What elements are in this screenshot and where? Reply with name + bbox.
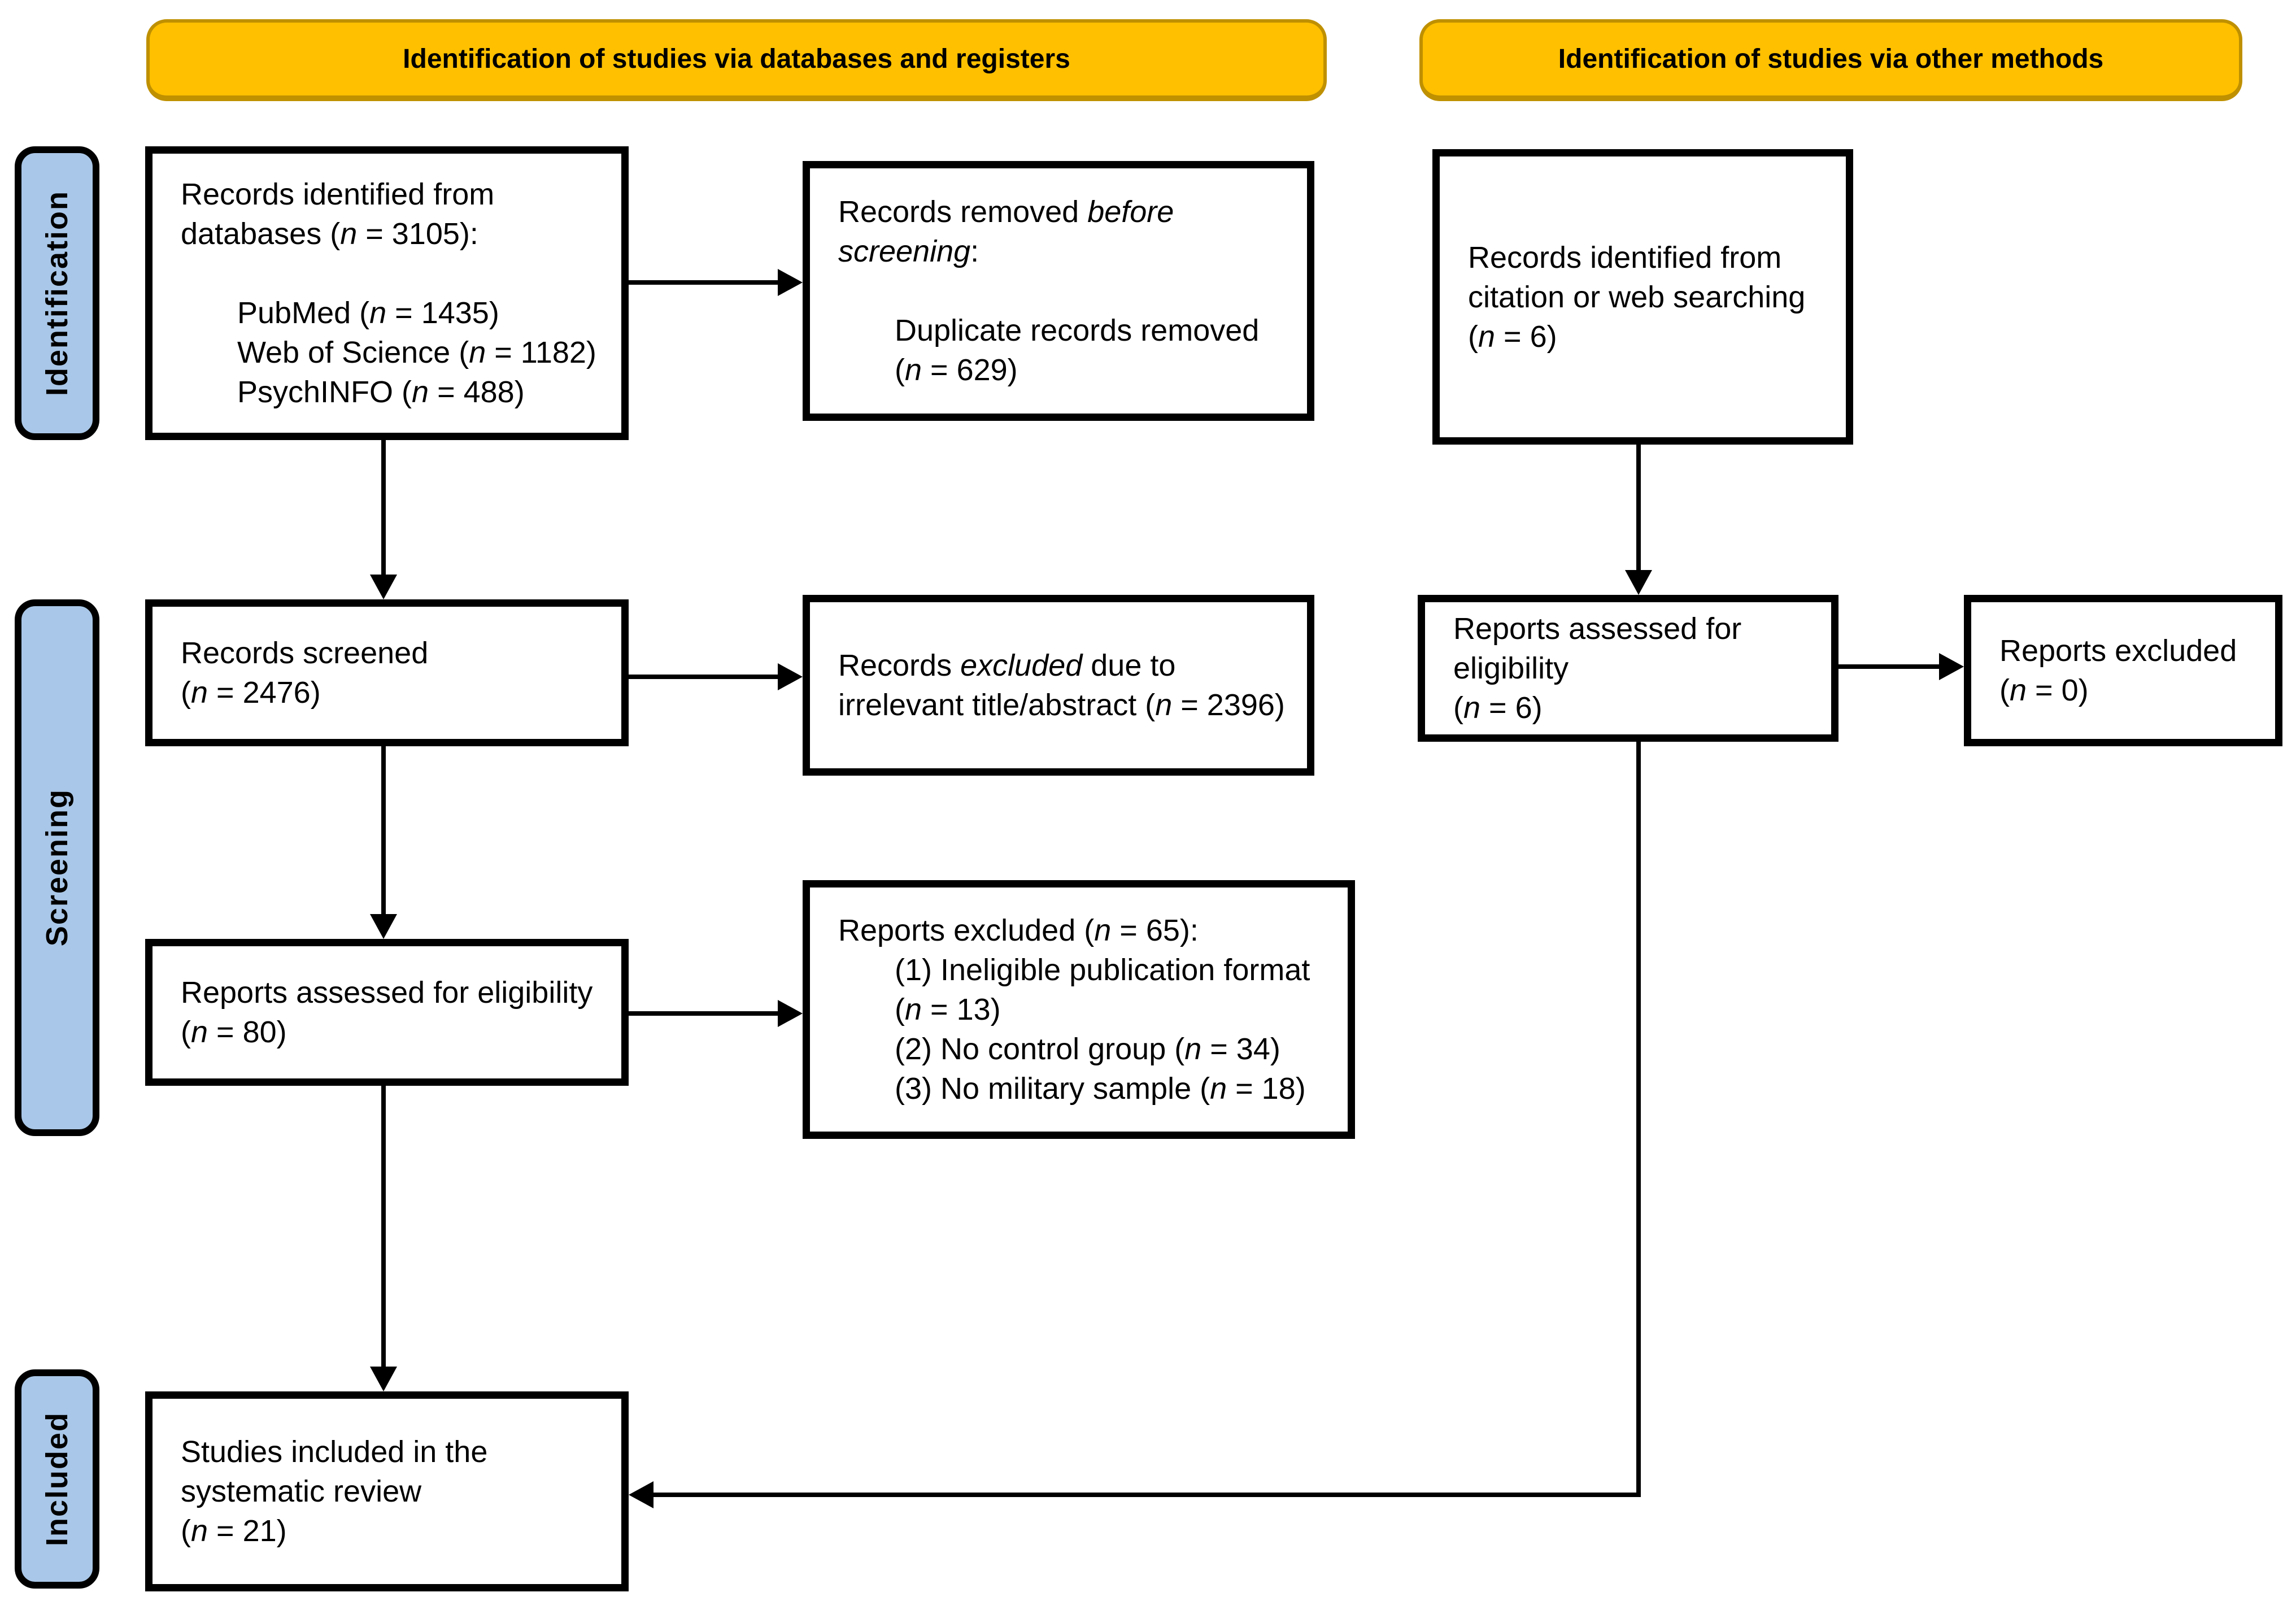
text-line: (n = 21): [181, 1514, 287, 1548]
text-line: eligibility: [1453, 651, 1569, 685]
text-line: Reports excluded (n = 65):: [838, 913, 1199, 947]
arrowhead-right-icon: [778, 663, 803, 690]
text-line: PsychINFO (n = 488): [237, 375, 525, 409]
box-reports-assessed-databases: Reports assessed for eligibility (n = 80): [145, 939, 629, 1086]
sidebar-included: Included: [15, 1369, 99, 1589]
arrowhead-down-icon: [370, 575, 397, 599]
text-line: citation or web searching: [1468, 280, 1806, 314]
box-records-excluded: Records excluded due to irrelevant title/…: [803, 595, 1314, 776]
box-reports-excluded-reasons: Reports excluded (n = 65): (1) Ineligible…: [803, 880, 1355, 1139]
text-line: (3) No military sample (n = 18): [895, 1072, 1306, 1106]
text-line: Records screened: [181, 636, 429, 670]
box-records-removed-before-screening: Records removed before screening: Duplicat…: [803, 161, 1314, 421]
arrowhead-right-icon: [778, 269, 803, 296]
text-line: Records removed before: [838, 195, 1174, 229]
text-line: [181, 254, 613, 293]
text-line: (n = 2476): [181, 676, 321, 710]
text-line: Reports excluded: [1999, 634, 2237, 668]
text-line: (n = 6): [1453, 691, 1543, 725]
banner-other-methods-label: Identification of studies via other meth…: [1558, 44, 2104, 74]
text-line: PubMed (n = 1435): [237, 296, 499, 330]
arrowhead-right-icon: [1939, 653, 1964, 680]
box-records-identified-other: Records identified from citation or web s…: [1432, 149, 1853, 445]
sidebar-screening-label: Screening: [40, 789, 74, 947]
arrowhead-down-icon: [370, 1367, 397, 1391]
text-line: Studies included in the: [181, 1435, 488, 1469]
text-line: Records identified from: [181, 177, 495, 211]
text-line: [838, 271, 1299, 311]
arrowhead-left-icon: [629, 1481, 653, 1508]
text-line: Reports assessed for: [1453, 612, 1742, 646]
banner-databases-registers-label: Identification of studies via databases …: [403, 44, 1070, 74]
arrowhead-down-icon: [1625, 570, 1652, 595]
box-records-screened: Records screened (n = 2476): [145, 599, 629, 746]
box-records-identified-databases: Records identified from databases (n = 31…: [145, 146, 629, 440]
text-line: (1) Ineligible publication format: [895, 953, 1310, 987]
text-line: irrelevant title/abstract (n = 2396): [838, 688, 1285, 722]
banner-other-methods: Identification of studies via other meth…: [1419, 19, 2242, 101]
text-line: (n = 0): [1999, 673, 2089, 707]
text-line: (n = 629): [895, 353, 1018, 387]
text-line: screening:: [838, 234, 979, 268]
sidebar-included-label: Included: [40, 1411, 74, 1546]
text-line: (2) No control group (n = 34): [895, 1032, 1280, 1066]
text-line: Duplicate records removed: [895, 314, 1260, 347]
box-studies-included: Studies included in the systematic review…: [145, 1391, 629, 1591]
text-line: (n = 80): [181, 1015, 287, 1049]
box-reports-excluded-other: Reports excluded (n = 0): [1964, 595, 2282, 746]
text-line: Records excluded due to: [838, 649, 1176, 682]
text-line: (n = 13): [895, 993, 1001, 1026]
text-line: Reports assessed for eligibility: [181, 976, 593, 1010]
text-line: Web of Science (n = 1182): [237, 336, 596, 369]
text-line: systematic review: [181, 1474, 422, 1508]
text-line: (n = 6): [1468, 319, 1557, 354]
box-reports-assessed-other: Reports assessed for eligibility (n = 6): [1418, 595, 1838, 742]
sidebar-identification-label: Identification: [40, 190, 74, 396]
arrowhead-down-icon: [370, 914, 397, 939]
sidebar-identification: Identification: [15, 146, 99, 440]
text-line: Records identified from: [1468, 240, 1782, 275]
arrowhead-right-icon: [778, 1000, 803, 1027]
sidebar-screening: Screening: [15, 599, 99, 1136]
banner-databases-registers: Identification of studies via databases …: [146, 19, 1327, 101]
text-line: databases (n = 3105):: [181, 217, 478, 251]
